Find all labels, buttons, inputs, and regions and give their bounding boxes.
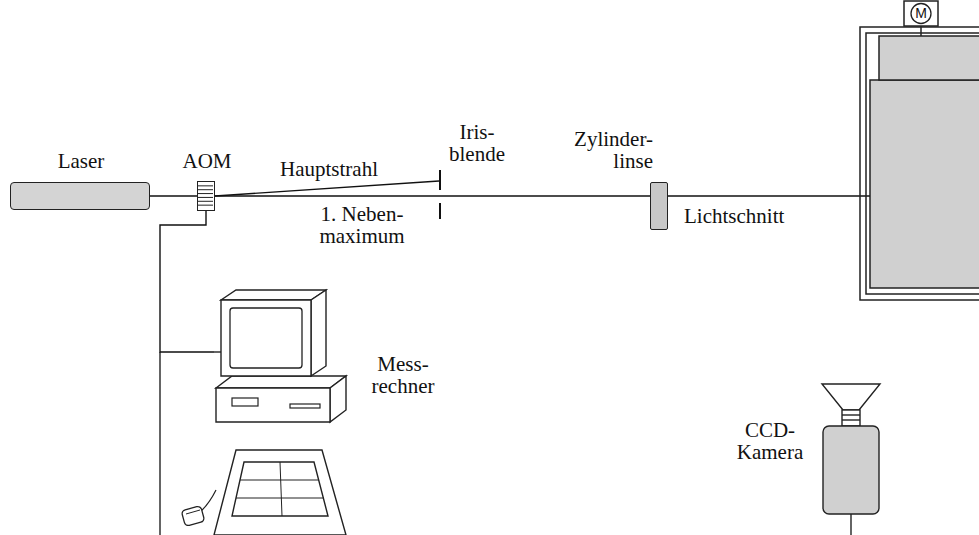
tank (860, 27, 979, 300)
diffracted-beam (215, 195, 650, 196)
label-holder: Hauptstrahl (280, 158, 410, 180)
camera-drawing (820, 382, 882, 516)
main-beam (215, 181, 439, 196)
motor (904, 1, 938, 36)
text-holder: AOM (177, 150, 237, 172)
laser-box: Laser (10, 182, 150, 210)
ccd-camera: CCD- Kamera (820, 382, 882, 516)
cable (159, 352, 160, 535)
cable (214, 351, 221, 352)
mouse (181, 490, 216, 526)
label-holder: Lichtschnitt (684, 205, 834, 227)
computer-icon: Mess- rechner (214, 288, 348, 535)
text-holder: Mess- rechner (362, 353, 444, 397)
light-sheet (668, 195, 870, 196)
component-label: Zylinder- linse (557, 128, 653, 172)
text-holder: Laser (21, 150, 141, 172)
component-label: CCD- Kamera (728, 419, 812, 463)
iris-blade (439, 203, 441, 219)
text-holder: CCD- Kamera (728, 419, 812, 463)
beam-label: Lichtschnitt (684, 205, 834, 227)
cylinder-lens: Zylinder- linse (650, 182, 668, 230)
component-label: Laser (21, 150, 141, 172)
camera-cable (850, 514, 851, 535)
aom-grating (198, 182, 213, 209)
component-label: AOM (177, 150, 237, 172)
beam-label: 1. Neben- maximum (304, 203, 420, 247)
laser-beam (150, 195, 197, 196)
text-holder: Zylinder- linse (557, 128, 653, 172)
label-holder: Iris- blende (436, 121, 518, 165)
computer-drawing (214, 288, 348, 535)
label-holder: M (905, 5, 937, 22)
part-label: Iris- blende (436, 121, 518, 165)
beam-label: Hauptstrahl (280, 158, 410, 180)
label-holder: 1. Neben- maximum (304, 203, 420, 247)
iris-blade (439, 170, 441, 190)
component-label: Mess- rechner (362, 353, 444, 397)
control-cable (160, 211, 214, 352)
aom-modulator: AOM (197, 181, 215, 211)
motor-symbol-letter: M (905, 5, 937, 22)
